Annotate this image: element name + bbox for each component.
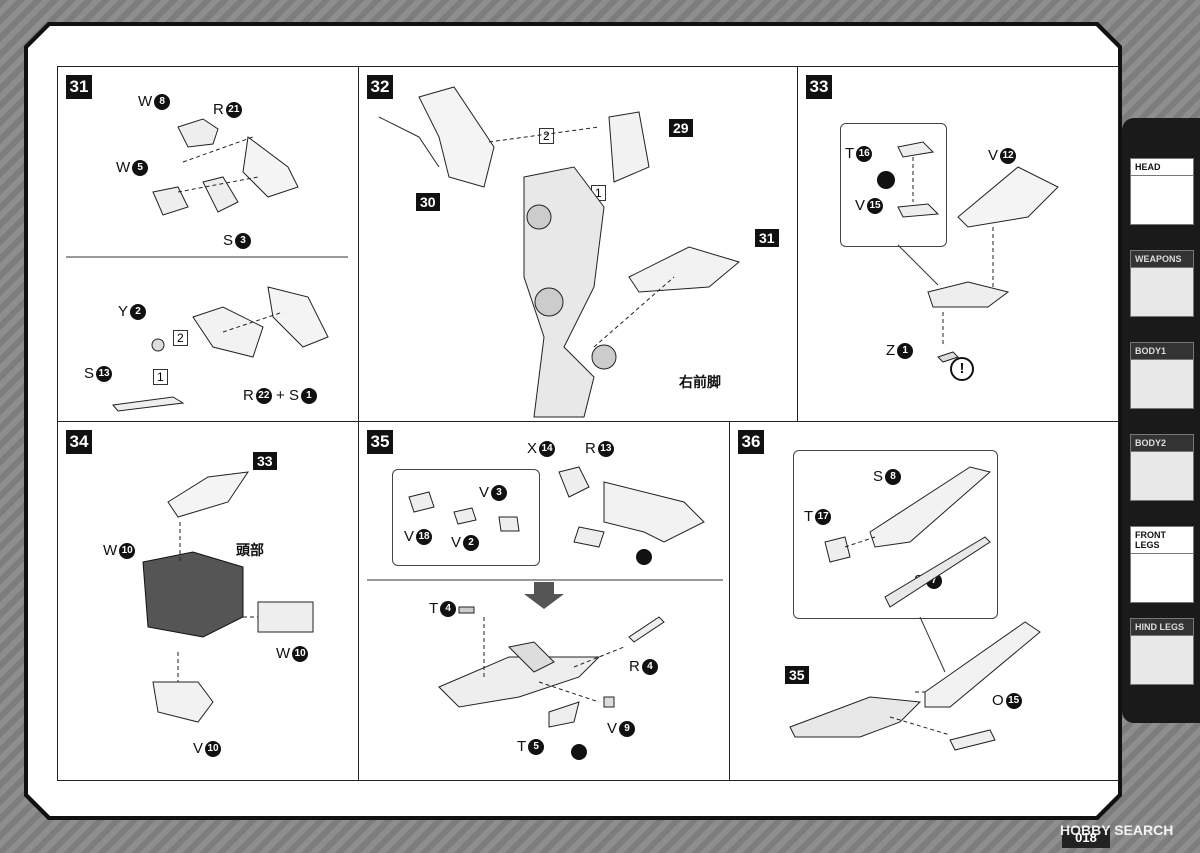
right-front-leg-label: 右前脚 <box>679 374 721 390</box>
part-number: 29 <box>669 119 693 137</box>
head-icon <box>1130 176 1194 225</box>
step-number: 32 <box>367 75 393 99</box>
part-number: 31 <box>755 229 779 247</box>
step-number: 35 <box>367 430 393 454</box>
part-number: 33 <box>253 452 277 470</box>
step-35-drawing <box>367 466 723 760</box>
part-number: 35 <box>785 666 809 684</box>
tab-weapons[interactable]: WEAPONS <box>1130 250 1194 317</box>
step-36-panel: 36 S8 T17 S7 35 O15 <box>729 421 1119 781</box>
sequence-box: 1 <box>153 369 168 385</box>
step-31-drawing <box>66 118 348 412</box>
weapons-icon <box>1130 268 1194 317</box>
body1-icon <box>1130 360 1194 409</box>
tab-body2[interactable]: BODY2 <box>1130 434 1194 501</box>
tab-head[interactable]: HEAD <box>1130 158 1194 225</box>
step-36-drawing <box>789 466 1041 751</box>
head-label: 頭部 <box>236 542 264 558</box>
page-number: 018 <box>1062 828 1110 848</box>
part-number: 30 <box>416 193 440 211</box>
section-sidebar: HEAD WEAPONS BODY1 BODY2 FRONT LEGS HIND… <box>1122 118 1200 723</box>
step-number: 33 <box>806 75 832 99</box>
tab-front-legs[interactable]: FRONT LEGS <box>1130 526 1194 603</box>
step-33-drawing <box>877 141 1059 363</box>
tab-hind-legs[interactable]: HIND LEGS <box>1130 618 1194 685</box>
watermark: HOBBY SEARCH <box>1060 822 1174 838</box>
step-32-panel: 32 2 1 29 30 31 右前脚 <box>358 66 798 422</box>
step-number: 31 <box>66 75 92 99</box>
step-32-drawing <box>378 86 741 418</box>
front-legs-icon <box>1130 554 1194 603</box>
sequence-box: 2 <box>539 128 554 144</box>
caution-icon: ! <box>950 357 974 381</box>
sequence-box: 2 <box>173 330 188 346</box>
step-34-drawing <box>142 471 314 723</box>
step-number: 34 <box>66 430 92 454</box>
hind-legs-icon <box>1130 636 1194 685</box>
sub-assembly-inset <box>840 123 947 247</box>
step-number: 36 <box>738 430 764 454</box>
body2-icon <box>1130 452 1194 501</box>
tab-body1[interactable]: BODY1 <box>1130 342 1194 409</box>
